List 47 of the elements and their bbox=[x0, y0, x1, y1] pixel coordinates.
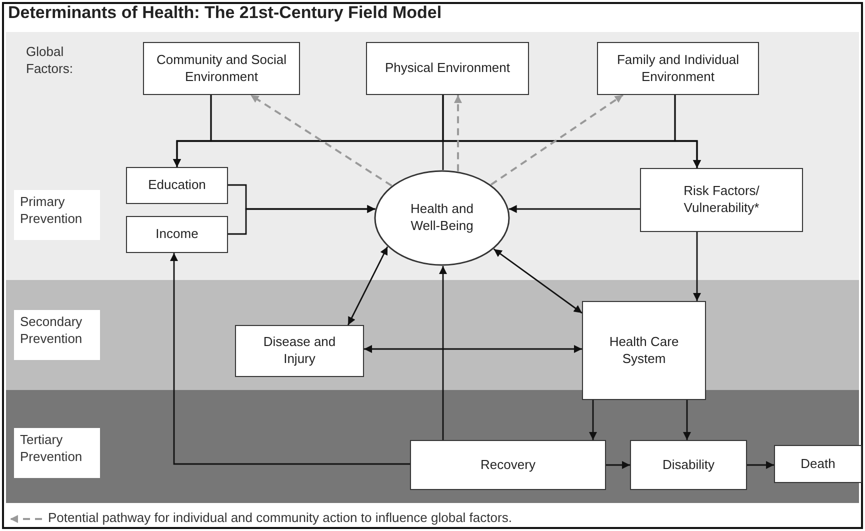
arrow bbox=[493, 248, 582, 314]
band-label: Primary Prevention bbox=[14, 190, 100, 240]
process-box bbox=[126, 167, 228, 204]
arrow bbox=[683, 400, 691, 440]
node-label: Recovery bbox=[480, 456, 536, 474]
arrow bbox=[347, 246, 388, 326]
arrow bbox=[589, 400, 597, 440]
node-label: Family and Individual Environment bbox=[616, 52, 740, 86]
arrow bbox=[693, 232, 701, 301]
process-box bbox=[597, 42, 759, 95]
arrow bbox=[228, 205, 376, 235]
process-box bbox=[366, 42, 529, 95]
dashed-arrow bbox=[250, 94, 392, 187]
node-label: Physical Environment bbox=[385, 60, 510, 77]
process-box bbox=[126, 216, 228, 253]
process-box bbox=[582, 301, 706, 400]
node-label: Income bbox=[156, 226, 198, 243]
node-label: Disability bbox=[662, 456, 714, 474]
node-label: Risk Factors/ Vulnerability* bbox=[682, 183, 760, 217]
node-label: Health and Well-Being bbox=[410, 201, 474, 235]
arrow bbox=[674, 95, 701, 168]
node-label: Education bbox=[148, 177, 206, 194]
band-label: Secondary Prevention bbox=[14, 310, 100, 360]
node-label: Community and Social Environment bbox=[155, 52, 288, 86]
legend-text: Potential pathway for individual and community action to influence global factors. bbox=[48, 510, 512, 527]
process-box bbox=[143, 42, 300, 95]
arrow bbox=[439, 266, 447, 440]
ellipse-node bbox=[374, 170, 510, 266]
arrow bbox=[508, 205, 640, 213]
connector-line bbox=[442, 95, 444, 170]
arrow bbox=[747, 461, 774, 469]
title: Determinants of Health: The 21st-Century Field Model bbox=[8, 3, 442, 23]
arrow bbox=[170, 253, 410, 465]
process-box bbox=[630, 440, 747, 490]
process-box bbox=[235, 325, 364, 377]
node-label: Death bbox=[800, 456, 836, 472]
process-box bbox=[640, 168, 803, 232]
band-label: Tertiary Prevention bbox=[14, 428, 100, 478]
node-label: Disease and Injury bbox=[262, 334, 337, 368]
node-label: Health Care System bbox=[608, 334, 680, 368]
arrow bbox=[606, 461, 630, 469]
process-box bbox=[410, 440, 606, 490]
row-label: Global Factors: bbox=[25, 43, 74, 78]
process-box bbox=[774, 445, 862, 483]
dashed-arrow bbox=[490, 94, 624, 186]
arrow bbox=[364, 345, 582, 353]
dashed-arrow bbox=[454, 95, 462, 172]
